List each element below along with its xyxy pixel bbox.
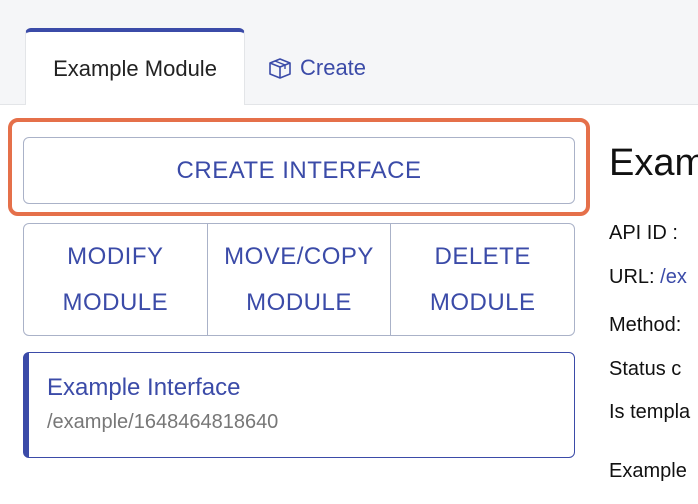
api-id-label: API ID : — [609, 222, 678, 244]
move-copy-module-line2: MODULE — [246, 288, 352, 316]
template-label: Is templa — [609, 401, 691, 423]
modify-module-button[interactable]: MODIFY MODULE — [24, 224, 207, 335]
box-icon — [266, 56, 294, 80]
interface-title: Example Interface — [47, 374, 241, 401]
create-interface-label: CREATE INTERFACE — [176, 156, 422, 184]
create-interface-button[interactable]: CREATE INTERFACE — [23, 137, 575, 204]
delete-module-line1: DELETE — [434, 242, 531, 270]
url-row: URL: /ex — [609, 266, 687, 289]
tab-create[interactable]: Create — [266, 28, 378, 108]
tab-example-module[interactable]: Example Module — [25, 28, 245, 105]
modify-module-line2: MODULE — [62, 288, 169, 316]
status-label: Status c — [609, 358, 682, 380]
tab-bar: Example Module Create — [0, 0, 698, 105]
interface-card[interactable]: Example Interface /example/1648464818640 — [23, 352, 575, 458]
move-copy-module-button[interactable]: MOVE/COPY MODULE — [206, 224, 391, 335]
delete-module-line2: MODULE — [429, 288, 536, 316]
url-label: URL: — [609, 266, 655, 288]
modify-module-line1: MODIFY — [67, 242, 164, 270]
interface-path: /example/1648464818640 — [47, 411, 279, 433]
detail-panel: Examp API ID : URL: /ex Method: Status c… — [609, 0, 698, 504]
tab-create-label: Create — [300, 55, 367, 80]
delete-module-button[interactable]: DELETE MODULE — [390, 224, 574, 335]
highlight-box — [8, 118, 590, 216]
tab-label: Example Module — [53, 55, 217, 81]
method-label: Method: — [609, 314, 682, 336]
move-copy-module-line1: MOVE/COPY — [224, 242, 374, 270]
detail-title: Examp — [609, 142, 698, 184]
example-label: Example — [609, 460, 687, 482]
module-action-group: MODIFY MODULE MOVE/COPY MODULE DELETE MO… — [23, 223, 575, 336]
url-link[interactable]: /ex — [660, 266, 687, 288]
